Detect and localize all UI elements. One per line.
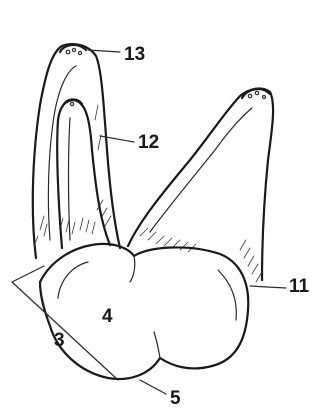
label-11: 11: [289, 276, 310, 297]
label-13: 13: [124, 44, 145, 65]
apex-11: [242, 89, 270, 98]
label-5: 5: [170, 388, 181, 409]
middle-root: [57, 100, 110, 248]
label-12: 12: [138, 132, 159, 153]
crown: [40, 244, 248, 379]
label-4: 4: [102, 306, 113, 327]
left-root: [33, 44, 120, 258]
right-root: [128, 89, 273, 282]
apex-13: [60, 45, 86, 55]
label-3: 3: [54, 330, 65, 351]
apex-12: [64, 100, 82, 106]
